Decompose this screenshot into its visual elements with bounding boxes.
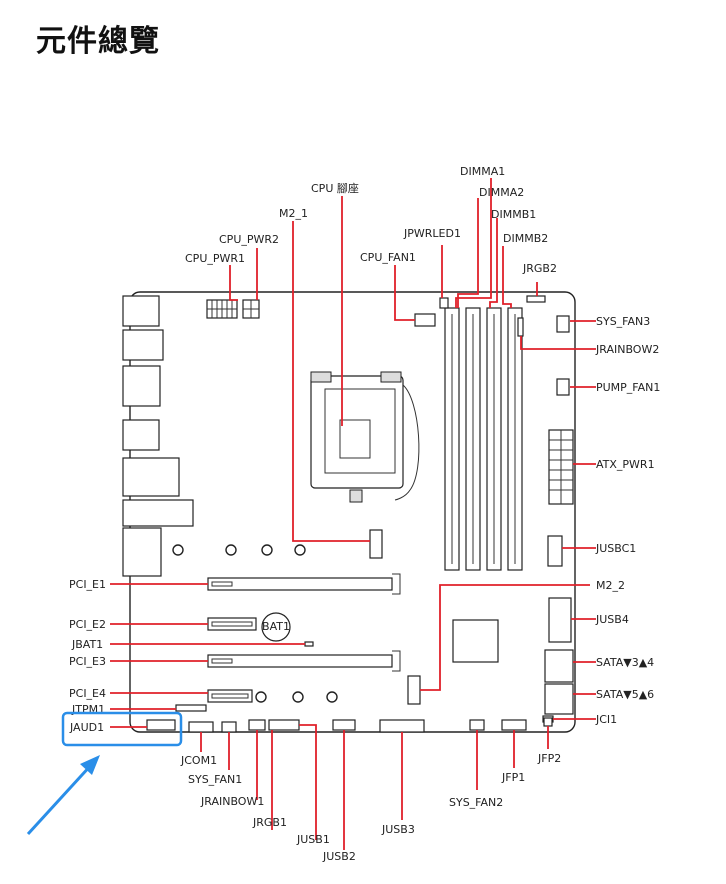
pump-fan1-header xyxy=(556,378,570,396)
sata34-ports xyxy=(544,649,574,683)
jusb4-header xyxy=(548,597,572,643)
cmos-battery: BAT1 xyxy=(261,612,291,642)
label-jusbc1: JUSBC1 xyxy=(595,542,636,555)
label-pci-e3: PCI_E3 xyxy=(69,655,106,668)
bottom-headers xyxy=(146,704,553,733)
mounting-holes xyxy=(172,544,338,703)
label-cpu-socket: CPU 腳座 xyxy=(311,181,359,195)
cpu-fan-header xyxy=(414,313,436,327)
page-title: 元件總覽 xyxy=(36,24,160,59)
label-m2-2: M2_2 xyxy=(596,579,625,592)
sata56-ports xyxy=(544,683,574,715)
label-cpu-pwr2: CPU_PWR2 xyxy=(219,233,279,246)
label-pump-fan1: PUMP_FAN1 xyxy=(596,381,660,394)
label-sata56: SATA▼5▲6 xyxy=(596,688,654,701)
label-jrgb2: JRGB2 xyxy=(522,262,557,275)
label-sata34: SATA▼3▲4 xyxy=(596,656,654,669)
label-jusb1: JUSB1 xyxy=(296,833,330,846)
sys-fan3-header xyxy=(556,315,570,333)
label-dimmb2: DIMMB2 xyxy=(503,232,548,245)
label-jrainbow1: JRAINBOW1 xyxy=(200,795,264,808)
arrow-icon xyxy=(26,755,100,836)
label-dimma2: DIMMA2 xyxy=(479,186,524,199)
pcie-slots xyxy=(207,573,401,703)
label-dimmb1: DIMMB1 xyxy=(491,208,536,221)
label-atx-pwr1: ATX_PWR1 xyxy=(596,458,655,471)
chipset xyxy=(452,619,499,663)
jrainbow2-header xyxy=(517,317,524,337)
label-jusb4: JUSB4 xyxy=(595,613,629,626)
cpu-power-connectors xyxy=(206,299,260,319)
cpu-socket xyxy=(310,371,420,503)
label-dimma1: DIMMA1 xyxy=(460,165,505,178)
label-jusb3: JUSB3 xyxy=(381,823,415,836)
label-cpu-pwr1: CPU_PWR1 xyxy=(185,252,245,265)
label-pci-e1: PCI_E1 xyxy=(69,578,106,591)
jrgb2-header xyxy=(526,295,546,303)
label-jaud1: JAUD1 xyxy=(69,721,104,734)
label-cpu-fan1: CPU_FAN1 xyxy=(360,251,416,264)
label-pci-e2: PCI_E2 xyxy=(69,618,106,631)
label-sys-fan1: SYS_FAN1 xyxy=(188,773,242,786)
label-jcom1: JCOM1 xyxy=(180,754,217,767)
label-jpwrled1: JPWRLED1 xyxy=(403,227,461,240)
jpwrled-header xyxy=(439,297,449,309)
jaud1-highlight-box xyxy=(61,711,183,747)
dimm-slots xyxy=(444,307,523,571)
jbat1-header xyxy=(304,641,314,647)
m2-1-slot xyxy=(369,529,383,559)
label-jbat1: JBAT1 xyxy=(71,638,103,651)
battery-label: BAT1 xyxy=(262,620,290,633)
leader-lines xyxy=(110,178,596,850)
label-sys-fan3: SYS_FAN3 xyxy=(596,315,650,328)
label-jrainbow2: JRAINBOW2 xyxy=(595,343,659,356)
label-sys-fan2: SYS_FAN2 xyxy=(449,796,503,809)
label-jrgb1: JRGB1 xyxy=(252,816,287,829)
label-pci-e4: PCI_E4 xyxy=(69,687,106,700)
m2-2-slot xyxy=(407,675,421,705)
label-jfp2: JFP2 xyxy=(537,752,561,765)
rear-io-panel xyxy=(122,295,194,577)
label-jusb2: JUSB2 xyxy=(322,850,356,863)
jusbc1-header xyxy=(547,535,563,567)
atx-power-connector xyxy=(548,429,574,505)
label-m2-1: M2_1 xyxy=(279,207,308,220)
label-jfp1: JFP1 xyxy=(501,771,525,784)
label-jci1: JCI1 xyxy=(595,713,617,726)
